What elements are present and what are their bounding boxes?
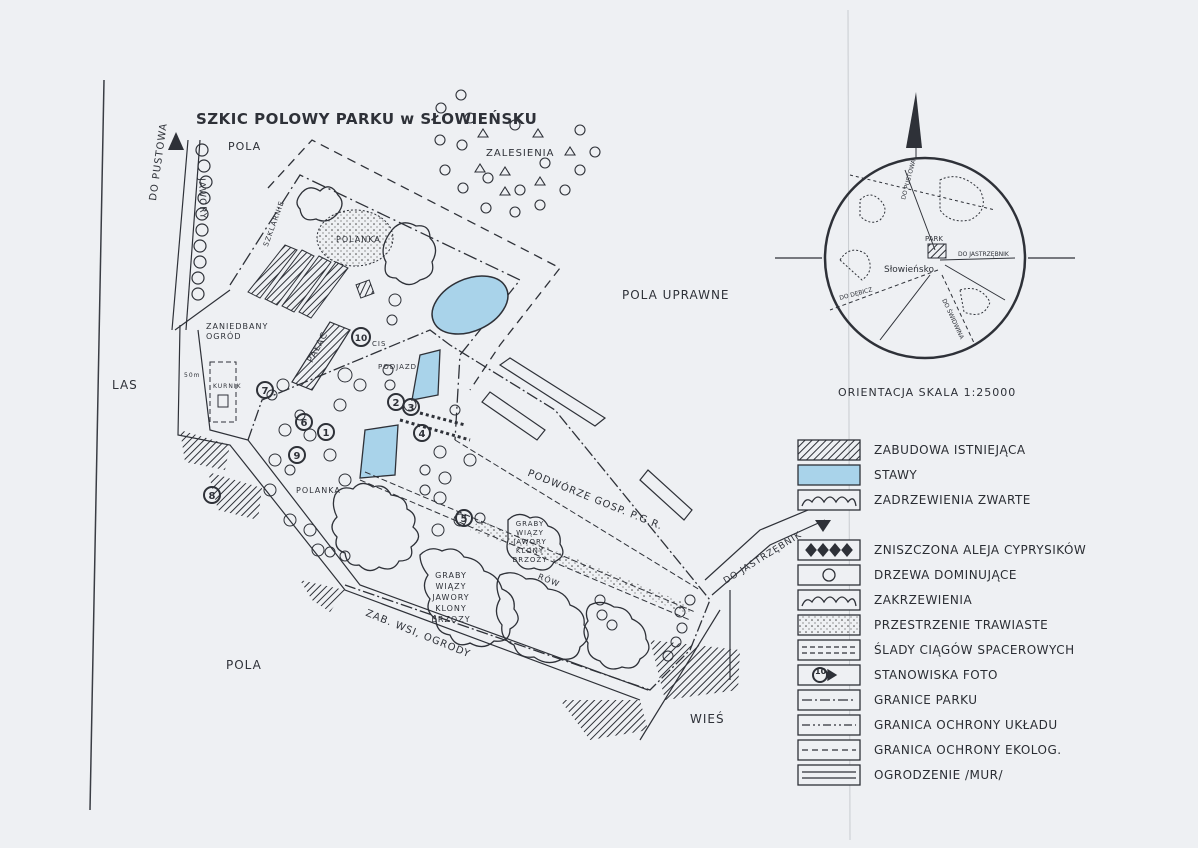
photo-station-7: 7 xyxy=(256,381,274,399)
palace-building xyxy=(291,321,351,391)
svg-text:10: 10 xyxy=(355,334,368,344)
svg-text:9: 9 xyxy=(294,451,301,462)
label-graby-2: GRABY WIĄZY JAWORY KLONY BRZOZY xyxy=(431,571,471,624)
label-podjazd: PODJAZD xyxy=(378,363,418,371)
svg-text:7: 7 xyxy=(262,386,269,397)
orientation-inset-map: PARK Słowieńsko DO JASTRZĘBNIK DO PUSTOW… xyxy=(775,92,1075,360)
svg-text:5: 5 xyxy=(461,514,468,525)
photo-stations: 1 2 3 4 5 6 7 8 9 10 xyxy=(203,327,473,527)
pond-small xyxy=(411,349,441,401)
svg-text:3: 3 xyxy=(408,403,415,414)
label-las: LAS xyxy=(112,378,138,392)
svg-text:DO JASTRZĘBNIK: DO JASTRZĘBNIK xyxy=(958,251,1010,258)
park-boundary xyxy=(229,174,522,441)
svg-text:DO DĘBICZ: DO DĘBICZ xyxy=(839,286,874,302)
pond-small xyxy=(359,424,399,479)
photo-station-3: 3 xyxy=(402,398,420,416)
built-area xyxy=(180,430,230,470)
built-area xyxy=(208,472,262,520)
photo-station-1: 1 xyxy=(317,423,335,441)
svg-text:DO ŚWIDWINA: DO ŚWIDWINA xyxy=(940,298,965,341)
legend-item-photo: 10 STANOWISKA FOTO xyxy=(815,667,998,682)
legend-item-dense: ZADRZEWIENIA ZWARTE xyxy=(874,493,1031,507)
frame-line-left xyxy=(89,79,105,811)
inset-caption: ORIENTACJA SKALA 1:25000 xyxy=(838,386,1017,399)
built-area xyxy=(300,580,345,612)
legend-item-ponds: STAWY xyxy=(874,468,918,482)
svg-text:PARK: PARK xyxy=(925,235,943,243)
legend-item-shrubs: ZAKRZEWIENIA xyxy=(874,593,973,607)
built-area xyxy=(560,700,648,740)
label-pola-top: POLA xyxy=(228,140,262,153)
photo-station-8: 8 xyxy=(203,486,221,504)
svg-text:4: 4 xyxy=(419,429,426,440)
legend-item-grass: PRZESTRZENIE TRAWIASTE xyxy=(874,618,1049,632)
legend-item-built: ZABUDOWA ISTNIEJĄCA xyxy=(874,443,1026,457)
legend-item-eco-border: GRANICA OCHRONY EKOLOG. xyxy=(874,743,1062,757)
label-zaniedbany-ogrod: ZANIEDBANY OGRÓD xyxy=(206,322,269,341)
photo-station-4: 4 xyxy=(413,424,431,442)
label-pola-uprawne: POLA UPRAWNE xyxy=(622,288,730,302)
legend-symbols xyxy=(797,439,861,786)
label-distance-50m: 50m xyxy=(184,372,201,379)
label-polanka-low: POLANKA xyxy=(296,486,341,495)
svg-text:6: 6 xyxy=(301,418,308,429)
label-kurnik: KURNIK xyxy=(213,383,242,390)
photo-station-6: 6 xyxy=(295,413,313,431)
north-arrow-icon xyxy=(168,132,184,150)
legend-item-wall: OGRODZENIE /MUR/ xyxy=(874,768,1004,782)
legend-item-dominant: DRZEWA DOMINUJĄCE xyxy=(874,568,1017,582)
photo-station-5: 5 xyxy=(455,509,473,527)
label-polanka-top: POLANKA xyxy=(336,235,381,244)
dominant-trees xyxy=(263,293,696,662)
photo-station-9: 9 xyxy=(288,446,306,464)
farm-buildings xyxy=(481,357,693,521)
pond-large xyxy=(431,275,509,335)
legend-item-paths: ŚLADY CIĄGÓW SPACEROWYCH xyxy=(874,643,1075,657)
legend-item-alley: ZNISZCZONA ALEJA CYPRYSIKÓW xyxy=(874,543,1087,557)
svg-text:2: 2 xyxy=(393,398,400,409)
svg-text:Słowieńsko: Słowieńsko xyxy=(884,265,934,275)
cypress-alley xyxy=(399,418,471,442)
kurnik-building xyxy=(209,361,237,423)
afforestation-symbols xyxy=(434,89,601,218)
label-pola-bottom: POLA xyxy=(226,658,262,672)
label-wies: WIEŚ xyxy=(690,712,725,726)
legend-item-park-border: GRANICE PARKU xyxy=(874,693,978,707)
legend-item-layout-border: GRANICA OCHRONY UKŁADU xyxy=(874,718,1058,732)
photo-station-2: 2 xyxy=(387,393,405,411)
svg-text:DO PUSTOWA: DO PUSTOWA xyxy=(900,158,918,200)
jawory-tree-row xyxy=(191,143,213,301)
inset-north-arrow-icon xyxy=(906,92,922,148)
label-jawory: JAWORY xyxy=(196,178,208,220)
label-graby-1: GRABY WIĄZY JAWORY KLONY BRZOZY xyxy=(512,520,548,564)
map-title: SZKIC POLOWY PARKU w SŁOWIEŃSKU xyxy=(196,110,538,128)
svg-text:8: 8 xyxy=(209,491,216,502)
built-area xyxy=(650,640,740,700)
greenhouses xyxy=(247,244,349,319)
label-zalesienia: ZALESIENIA xyxy=(486,148,555,159)
legend-photo-number: 10 xyxy=(815,667,827,676)
meadow-area xyxy=(316,209,394,267)
photo-station-10: 10 xyxy=(351,327,371,347)
label-cis: CIS xyxy=(372,340,387,348)
svg-text:1: 1 xyxy=(323,428,330,439)
dense-tree-clusters xyxy=(296,186,650,670)
